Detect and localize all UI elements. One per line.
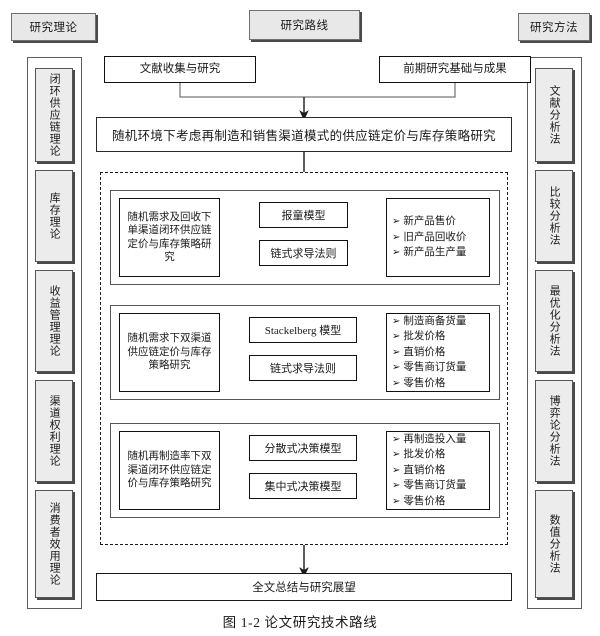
- sidebar-item-numerical-analysis[interactable]: 数值分析法: [535, 490, 573, 598]
- sidebar-item-channel-power[interactable]: 渠道权利理论: [35, 380, 73, 482]
- bullet-icon: ➢: [392, 216, 401, 228]
- bullet-icon: ➢: [392, 346, 401, 358]
- bullet-icon: ➢: [392, 315, 401, 327]
- row-1-outputs: ➢新产品售价 ➢旧产品回收价 ➢新产品生产量: [386, 198, 490, 277]
- sidebar-item-inventory-theory[interactable]: 库存理论: [35, 170, 73, 262]
- row-1-output-item: ➢新产品售价: [392, 216, 456, 228]
- bullet-icon: ➢: [392, 464, 401, 476]
- bullet-icon: ➢: [392, 495, 401, 507]
- row-3-output-item: ➢零售价格: [392, 495, 446, 507]
- bullet-icon: ➢: [392, 362, 401, 374]
- row-3-topic[interactable]: 随机再制造率下双渠道闭环供应链定价与库存策略研究: [119, 431, 220, 510]
- bullet-icon: ➢: [392, 247, 401, 259]
- row-3-output-item: ➢零售商订货量: [392, 480, 467, 492]
- header-research-method: 研究方法: [518, 13, 590, 41]
- bullet-icon: ➢: [392, 231, 401, 243]
- bullet-icon: ➢: [392, 331, 401, 343]
- figure-caption: 图 1-2 论文研究技术路线: [222, 615, 378, 630]
- row-1-model-1[interactable]: 报童模型: [259, 202, 348, 228]
- row-2-model-1[interactable]: Stackelberg 模型: [249, 317, 357, 343]
- main-title-box: 随机环境下考虑再制造和销售渠道模式的供应链定价与库存策略研究: [96, 117, 512, 152]
- row-1-output-item: ➢旧产品回收价: [392, 231, 467, 243]
- row-3-output-item: ➢批发价格: [392, 449, 446, 461]
- row-2-model-2[interactable]: 链式求导法则: [249, 355, 357, 381]
- bullet-icon: ➢: [392, 377, 401, 389]
- row-3-output-item: ➢直销价格: [392, 464, 446, 476]
- header-research-theory: 研究理论: [11, 13, 96, 41]
- row-3-outputs: ➢再制造投入量 ➢批发价格 ➢直销价格 ➢零售商订货量 ➢零售价格: [386, 431, 490, 510]
- row-2-output-item: ➢零售商订货量: [392, 362, 467, 374]
- conclusion-box: 全文总结与研究展望: [96, 573, 512, 601]
- input-box-literature-collection: 文献收集与研究: [104, 56, 256, 83]
- bullet-icon: ➢: [392, 449, 401, 461]
- row-2-output-item: ➢零售价格: [392, 377, 446, 389]
- sidebar-item-consumer-utility[interactable]: 消费者效用理论: [35, 490, 73, 598]
- sidebar-item-optimization-analysis[interactable]: 最优化分析法: [535, 270, 573, 372]
- bullet-icon: ➢: [392, 480, 401, 492]
- row-1-output-item: ➢新产品生产量: [392, 247, 467, 259]
- sidebar-item-revenue-management[interactable]: 收益管理理论: [35, 270, 73, 372]
- header-research-route: 研究路线: [249, 10, 360, 40]
- sidebar-item-game-theory-analysis[interactable]: 博弈论分析法: [535, 380, 573, 482]
- input-box-prior-research: 前期研究基础与成果: [379, 56, 531, 83]
- row-2-outputs: ➢制造商备货量 ➢批发价格 ➢直销价格 ➢零售商订货量 ➢零售价格: [386, 313, 490, 392]
- row-1-model-2[interactable]: 链式求导法则: [259, 240, 348, 266]
- row-2-output-item: ➢批发价格: [392, 331, 446, 343]
- row-3-model-2[interactable]: 集中式决策模型: [249, 473, 357, 499]
- sidebar-item-comparative-analysis[interactable]: 比较分析法: [535, 170, 573, 262]
- sidebar-item-closed-loop-supply-chain[interactable]: 闭环供应链理论: [35, 68, 73, 162]
- bullet-icon: ➢: [392, 433, 401, 445]
- row-2-output-item: ➢制造商备货量: [392, 315, 467, 327]
- row-3-model-1[interactable]: 分散式决策模型: [249, 435, 357, 461]
- row-2-topic[interactable]: 随机需求下双渠道供应链定价与库存策略研究: [119, 313, 220, 392]
- row-1-topic[interactable]: 随机需求及回收下单渠道闭环供应链定价与库存策略研究: [119, 198, 220, 277]
- row-2-output-item: ➢直销价格: [392, 346, 446, 358]
- row-3-output-item: ➢再制造投入量: [392, 433, 467, 445]
- research-content-container: [100, 172, 508, 545]
- sidebar-item-literature-analysis[interactable]: 文献分析法: [535, 68, 573, 162]
